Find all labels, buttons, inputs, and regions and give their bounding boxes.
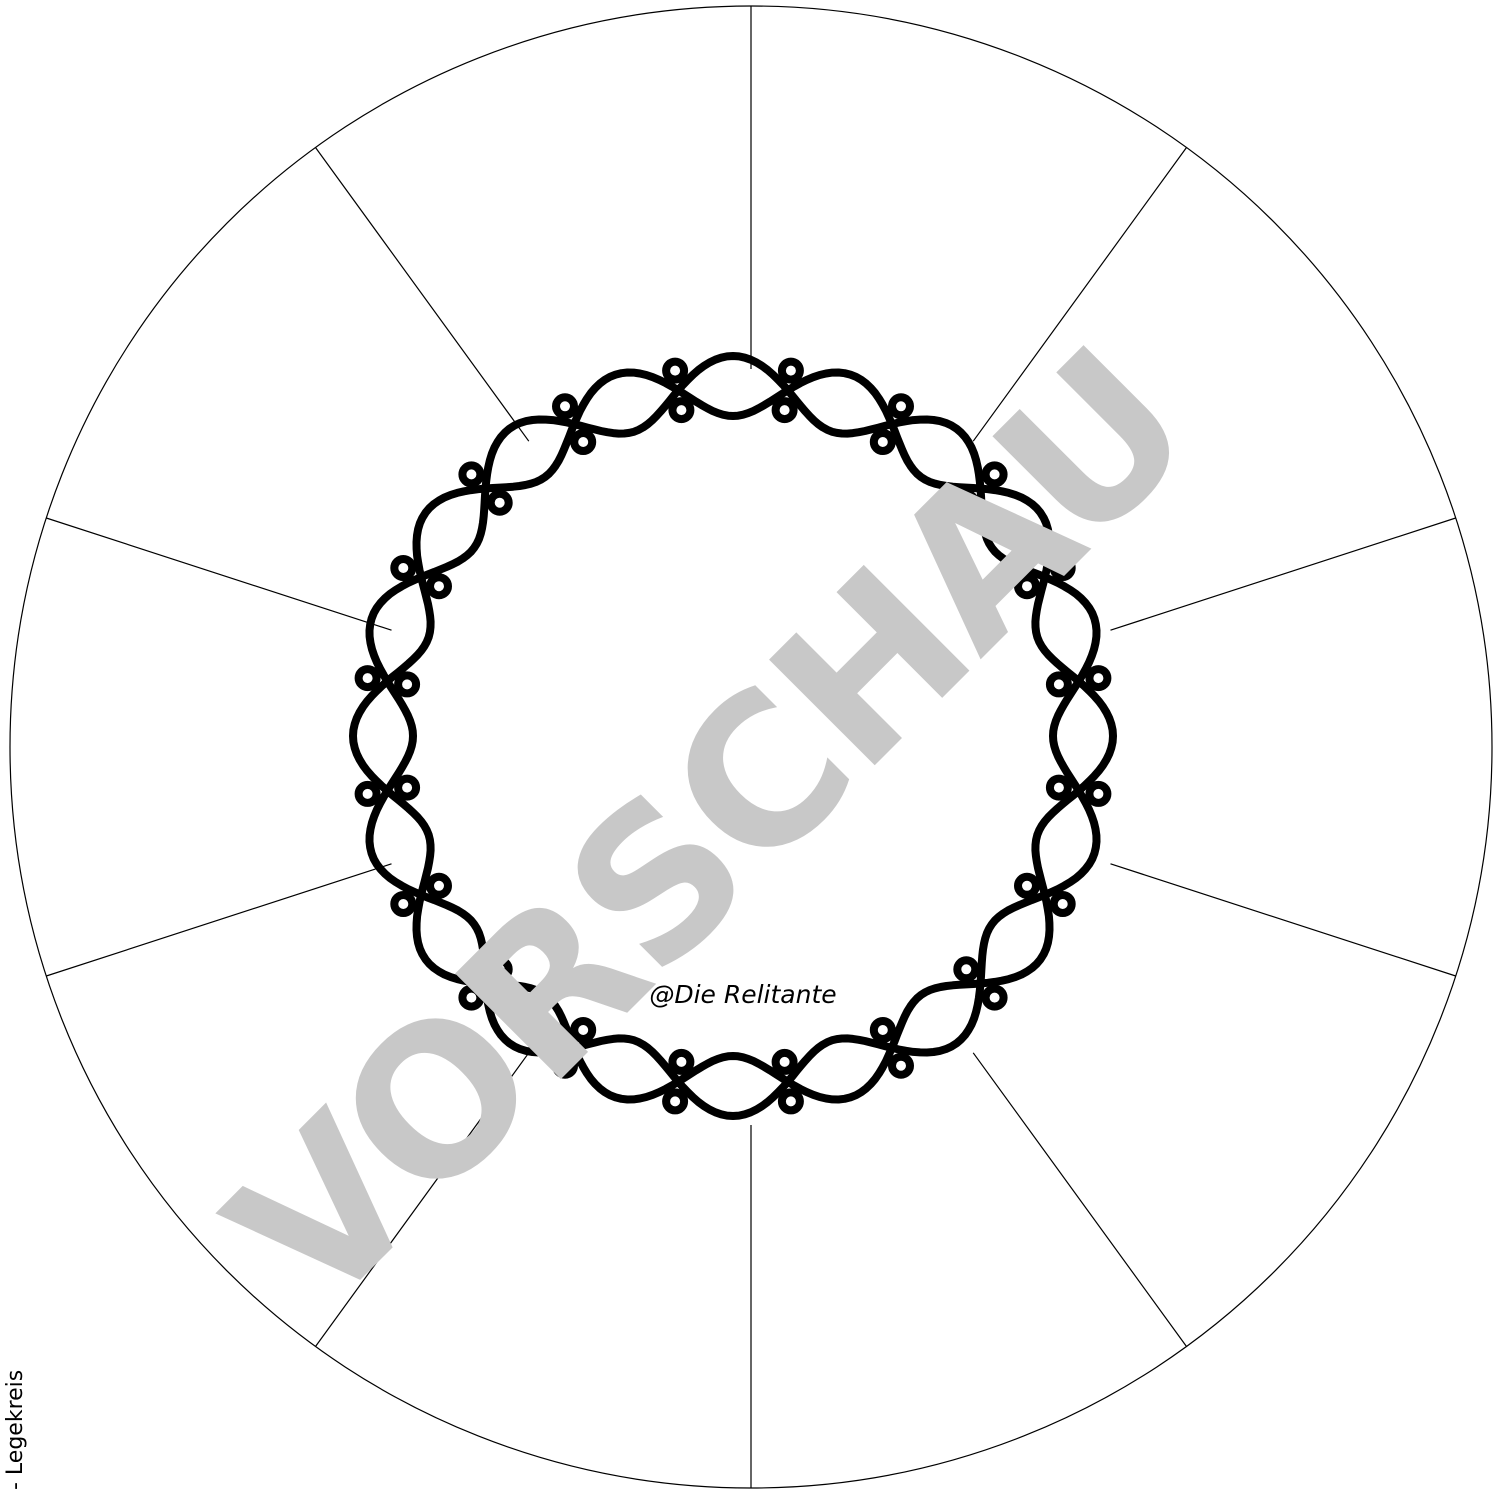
knot-loop — [398, 675, 416, 693]
knot-loop — [1089, 785, 1107, 803]
segment-divider — [1111, 864, 1456, 976]
knot-loop — [556, 397, 574, 415]
knot-loop — [666, 362, 684, 380]
knot-loop — [394, 559, 412, 577]
knot-loop — [1050, 779, 1068, 797]
knot-loop — [782, 1092, 800, 1110]
segment-divider — [46, 518, 391, 630]
knot-loop — [430, 577, 448, 595]
knot-loop — [574, 433, 592, 451]
knot-loop — [1018, 877, 1036, 895]
knot-loop — [398, 779, 416, 797]
knot-loop — [672, 1053, 690, 1071]
knot-loop — [491, 494, 509, 512]
knot-loop — [394, 895, 412, 913]
knot-loop — [359, 785, 377, 803]
knot-loop — [1089, 669, 1107, 687]
knot-loop — [874, 433, 892, 451]
segment-divider — [973, 1053, 1186, 1347]
knot-loop — [957, 960, 975, 978]
knot-loop — [874, 1021, 892, 1039]
knot-loop — [776, 1053, 794, 1071]
knot-loop — [782, 362, 800, 380]
knot-loop — [776, 401, 794, 419]
side-label: - Legekreis — [3, 1370, 28, 1490]
knot-loop — [986, 989, 1004, 1007]
knot-loop — [1050, 675, 1068, 693]
watermark-text: VORSCHAU — [187, 307, 1235, 1355]
knot-loop — [666, 1092, 684, 1110]
credit-text: @Die Relitante — [649, 980, 836, 1009]
knot-loop — [672, 401, 690, 419]
knot-loop — [359, 669, 377, 687]
knot-loop — [1054, 895, 1072, 913]
knot-loop — [892, 1057, 910, 1075]
knot-loop — [430, 877, 448, 895]
knot-loop — [892, 397, 910, 415]
segment-divider — [46, 864, 391, 976]
segment-divider — [316, 148, 529, 442]
knot-loop — [462, 465, 480, 483]
